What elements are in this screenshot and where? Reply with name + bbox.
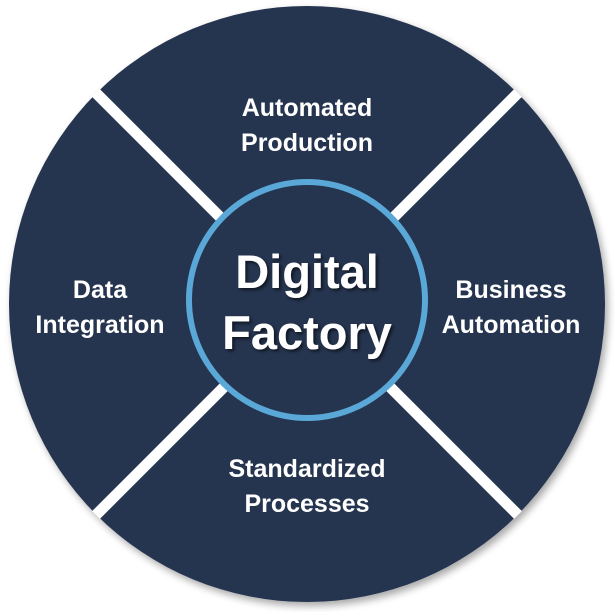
segment-left-label-line1: Data: [73, 276, 128, 304]
segment-top: Automated Production: [241, 94, 373, 157]
segment-top-label-line2: Production: [241, 129, 373, 157]
center-title-line2: Factory: [222, 306, 392, 359]
center-circle: [186, 179, 428, 421]
center-title-line1: Digital: [235, 245, 379, 298]
segment-bottom-label-line1: Standardized: [229, 455, 386, 483]
segment-bottom-label-line2: Processes: [244, 490, 369, 518]
segment-left-label-line2: Integration: [35, 311, 164, 339]
segment-right-label-line2: Automation: [442, 311, 581, 339]
segment-right-label-line1: Business: [455, 276, 566, 304]
segment-bottom: Standardized Processes: [229, 455, 386, 518]
segment-top-label-line1: Automated: [242, 94, 373, 122]
segment-right: Business Automation: [442, 276, 581, 339]
center-title: Digital Factory: [222, 245, 392, 359]
segment-left: Data Integration: [35, 276, 164, 339]
